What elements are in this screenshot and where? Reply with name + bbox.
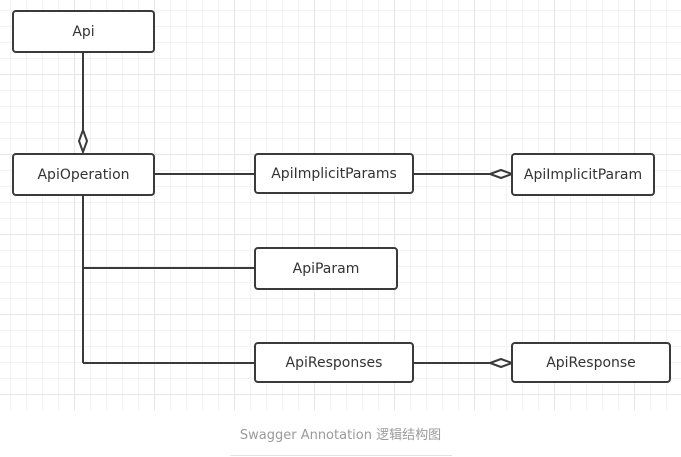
node-api-implicit-param: ApiImplicitParam — [511, 153, 655, 196]
node-api-operation-label: ApiOperation — [37, 166, 130, 183]
figure-caption: Swagger Annotation 逻辑结构图 — [239, 428, 442, 443]
node-api-param-label: ApiParam — [292, 260, 360, 277]
node-api-response: ApiResponse — [511, 342, 671, 383]
node-api-operation: ApiOperation — [12, 153, 155, 196]
node-api-param: ApiParam — [254, 247, 398, 290]
diagram-canvas: Api ApiOperation ApiImplicitParams ApiIm… — [0, 0, 681, 410]
aggregation-diamond-icon — [487, 357, 515, 369]
connector-layer — [77, 52, 515, 369]
node-api: Api — [12, 10, 155, 53]
node-api-implicit-param-label: ApiImplicitParam — [523, 166, 643, 183]
aggregation-diamond-icon — [77, 127, 89, 155]
caption-underline — [230, 455, 452, 456]
node-api-implicit-params: ApiImplicitParams — [254, 153, 414, 194]
node-api-label: Api — [72, 23, 95, 40]
node-api-responses: ApiResponses — [254, 342, 414, 383]
node-api-responses-label: ApiResponses — [285, 354, 383, 371]
node-api-response-label: ApiResponse — [546, 354, 636, 371]
aggregation-diamond-icon — [487, 168, 515, 180]
node-api-implicit-params-label: ApiImplicitParams — [271, 165, 397, 182]
